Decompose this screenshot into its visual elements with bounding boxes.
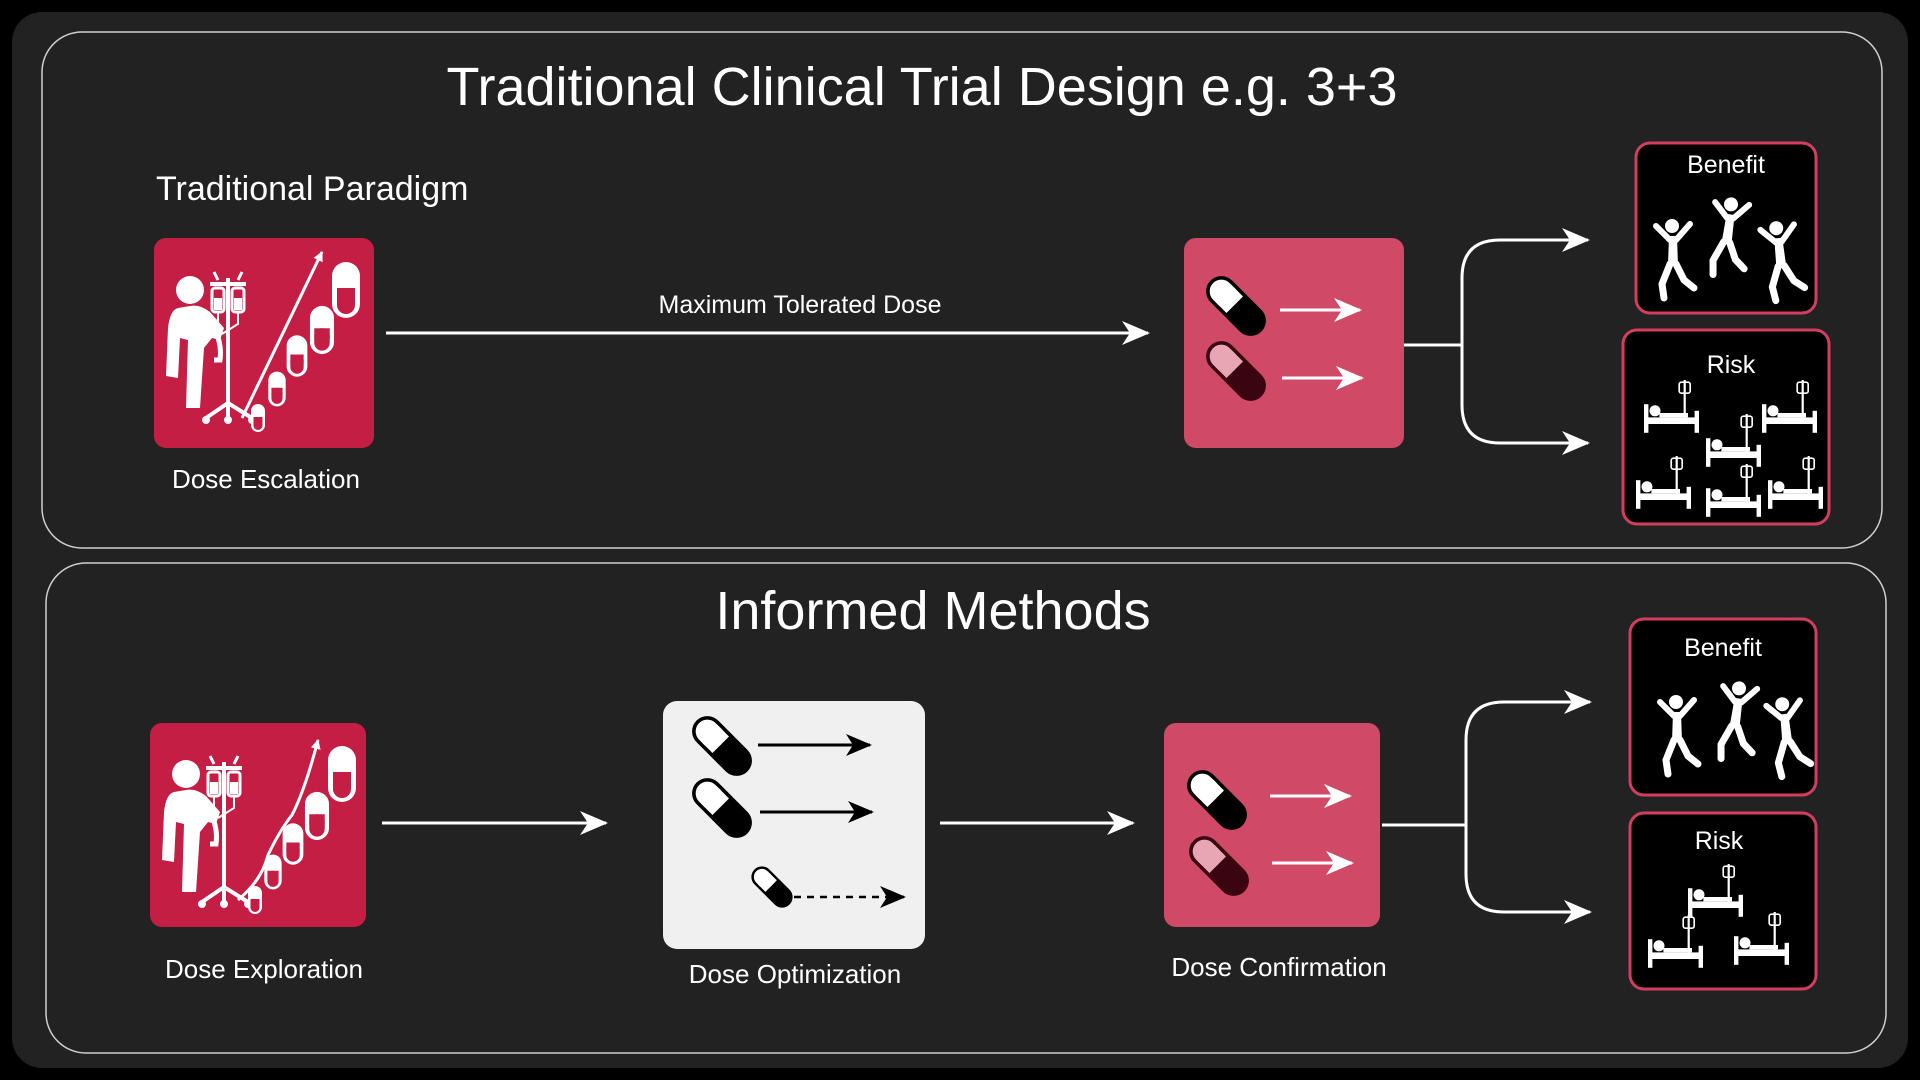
capsule-pill-icon bbox=[264, 854, 282, 890]
capsule-pill-icon bbox=[282, 823, 304, 865]
dose-escalation-label: Dose Escalation bbox=[172, 464, 360, 494]
informed-panel-frame bbox=[45, 562, 1887, 1054]
top-risk-title: Risk bbox=[1707, 351, 1756, 379]
dose-confirmation-box bbox=[1164, 723, 1380, 927]
capsule-pill-icon bbox=[251, 404, 265, 432]
top-dose-box bbox=[1184, 238, 1404, 448]
mtd-arrow-label: Maximum Tolerated Dose bbox=[659, 291, 942, 319]
capsule-pill-icon bbox=[268, 371, 286, 407]
informed-panel: Informed Methods Dose Exploration Dose O… bbox=[45, 562, 1887, 1054]
dose-optimization-box bbox=[663, 701, 925, 949]
bottom-risk-title: Risk bbox=[1695, 827, 1744, 855]
dose-confirmation-label: Dose Confirmation bbox=[1171, 952, 1386, 982]
traditional-paradigm-label: Traditional Paradigm bbox=[156, 170, 468, 208]
capsule-pill-icon bbox=[248, 886, 262, 914]
top-branch-connector bbox=[1404, 228, 1590, 455]
traditional-panel-frame bbox=[41, 31, 1883, 549]
informed-title: Informed Methods bbox=[715, 581, 1150, 641]
traditional-title: Traditional Clinical Trial Design e.g. 3… bbox=[447, 57, 1398, 117]
capsule-pill-icon bbox=[332, 262, 360, 318]
dose-escalation-box bbox=[154, 238, 374, 448]
bottom-branch-connector bbox=[1382, 690, 1592, 924]
top-benefit-box: Benefit bbox=[1634, 141, 1818, 315]
dose-optimization-label: Dose Optimization bbox=[689, 959, 901, 989]
dose-exploration-label: Dose Exploration bbox=[165, 954, 363, 984]
dose-exploration-box bbox=[150, 723, 366, 927]
bottom-risk-box: Risk bbox=[1628, 811, 1818, 991]
top-benefit-title: Benefit bbox=[1687, 151, 1765, 179]
escalation-trend-arrow bbox=[240, 251, 324, 419]
bottom-benefit-title: Benefit bbox=[1684, 634, 1762, 662]
capsule-pill-icon bbox=[304, 791, 330, 841]
capsule-pill-icon bbox=[286, 335, 308, 377]
exploration-trend-curve bbox=[237, 739, 321, 902]
capsule-pill-icon bbox=[328, 746, 356, 802]
capsule-pill-icon bbox=[309, 305, 335, 355]
traditional-panel: Traditional Clinical Trial Design e.g. 3… bbox=[41, 31, 1883, 549]
bottom-benefit-box: Benefit bbox=[1628, 617, 1818, 797]
top-risk-box: Risk bbox=[1621, 328, 1831, 526]
